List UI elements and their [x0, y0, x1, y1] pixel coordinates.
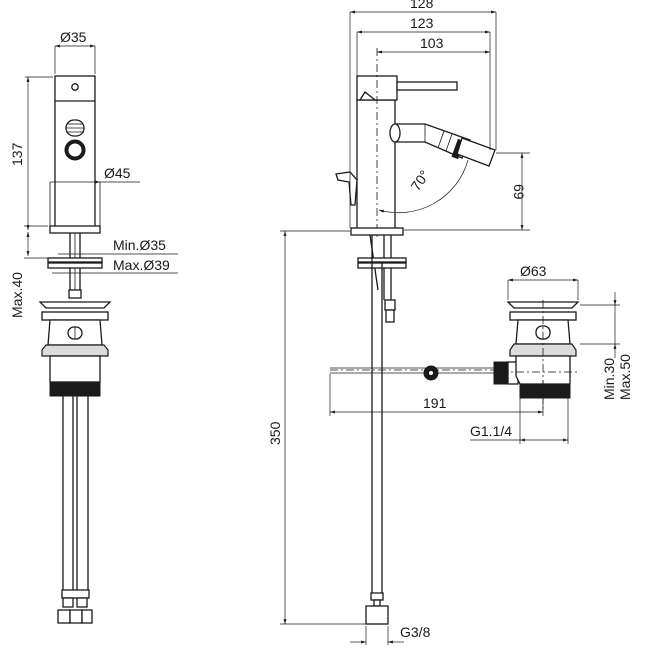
bidet-spout	[389, 123, 496, 167]
dim-axis-reach: 103	[420, 35, 444, 51]
side-view: 128 123 103 70° 69 350 G3/8 191	[267, 0, 633, 645]
dim-spout-reach: 123	[410, 15, 434, 31]
dim-waste-thread: G1.1/4	[470, 423, 512, 439]
waste-front	[38, 301, 112, 397]
dim-waste-diameter: Ø63	[520, 263, 547, 279]
lever-knob-front	[64, 119, 86, 161]
dim-hole-min: Min.Ø35	[113, 237, 166, 253]
dim-height: 137	[9, 142, 25, 166]
mixer-body-side	[356, 99, 396, 231]
flex-hoses-front	[57, 396, 93, 624]
waste-thread-side	[519, 383, 571, 399]
dim-hose-length: 350	[267, 421, 283, 445]
dim-hole-max: Max.Ø39	[113, 257, 170, 273]
dim-spout-height: 69	[511, 184, 527, 200]
waste-side	[500, 300, 580, 410]
dim-height-max: Max.50	[617, 354, 633, 400]
hose-nut	[365, 605, 389, 625]
dim-overall-reach: 128	[410, 0, 434, 11]
popup-knob	[335, 171, 358, 206]
dim-pull-rod-length: 191	[423, 395, 447, 411]
dim-swivel-angle: 70°	[407, 167, 432, 194]
dim-deck-thickness: Max.40	[9, 272, 25, 318]
dim-hose-connection: G3/8	[400, 624, 431, 640]
lever-handle	[396, 81, 458, 91]
front-view: Ø35 137 Ø45 Max.40 Min.Ø35 Max.Ø39	[9, 29, 178, 624]
aerator-dot-icon	[71, 83, 79, 91]
pull-rod	[330, 361, 519, 385]
dim-base-diameter: Ø45	[104, 165, 131, 181]
dim-body-diameter: Ø35	[60, 29, 87, 45]
waste-thread-front	[49, 381, 101, 397]
dim-height-min: Min.30	[601, 358, 617, 400]
